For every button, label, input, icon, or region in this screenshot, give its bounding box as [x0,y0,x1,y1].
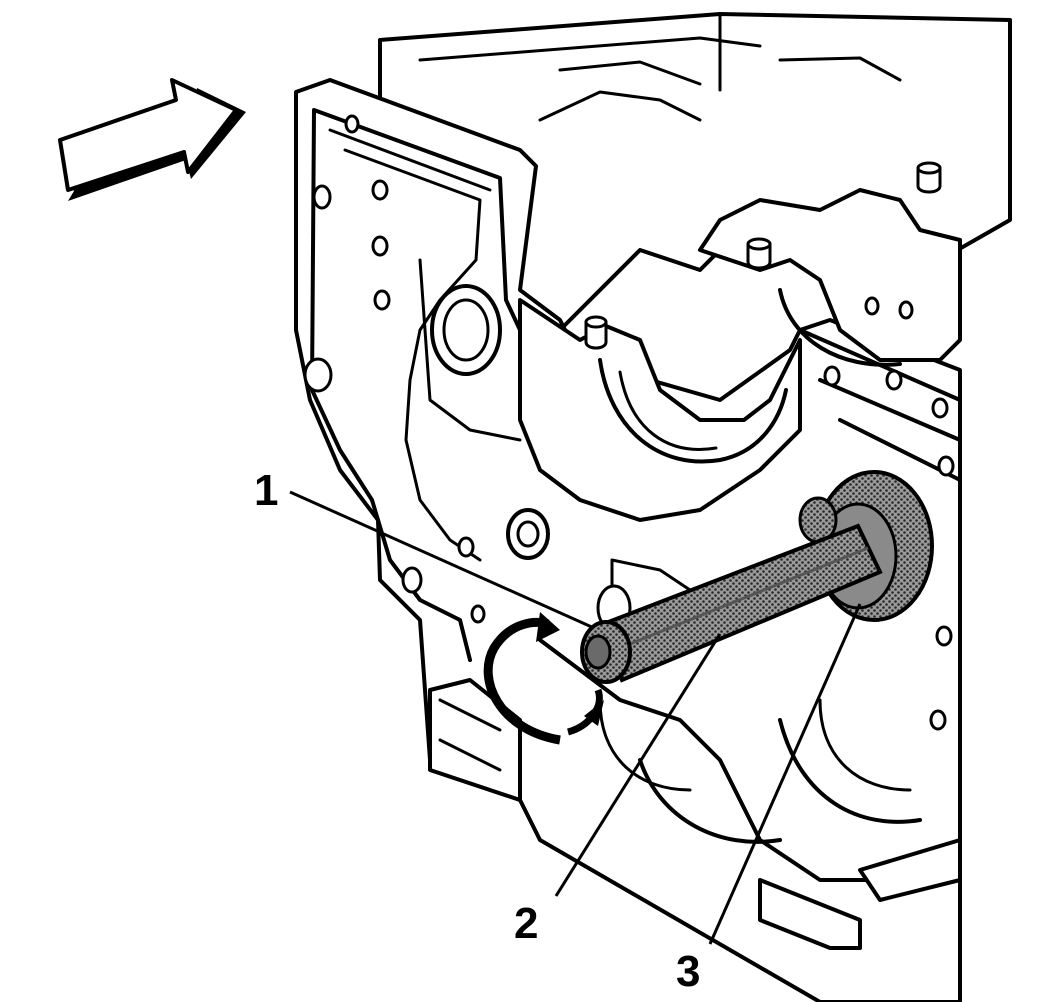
callout-label-1: 1 [254,466,278,515]
direction-arrow-icon [58,78,246,201]
leader-line-2 [554,633,722,897]
callout-leaders [289,490,862,945]
leader-line-1 [289,490,595,630]
leader-line-3 [708,603,862,945]
engine-block [294,12,1012,1002]
callout-label-2: 2 [514,899,538,948]
callout-label-3: 3 [676,947,700,996]
rotation-arrow-icon [483,612,604,745]
